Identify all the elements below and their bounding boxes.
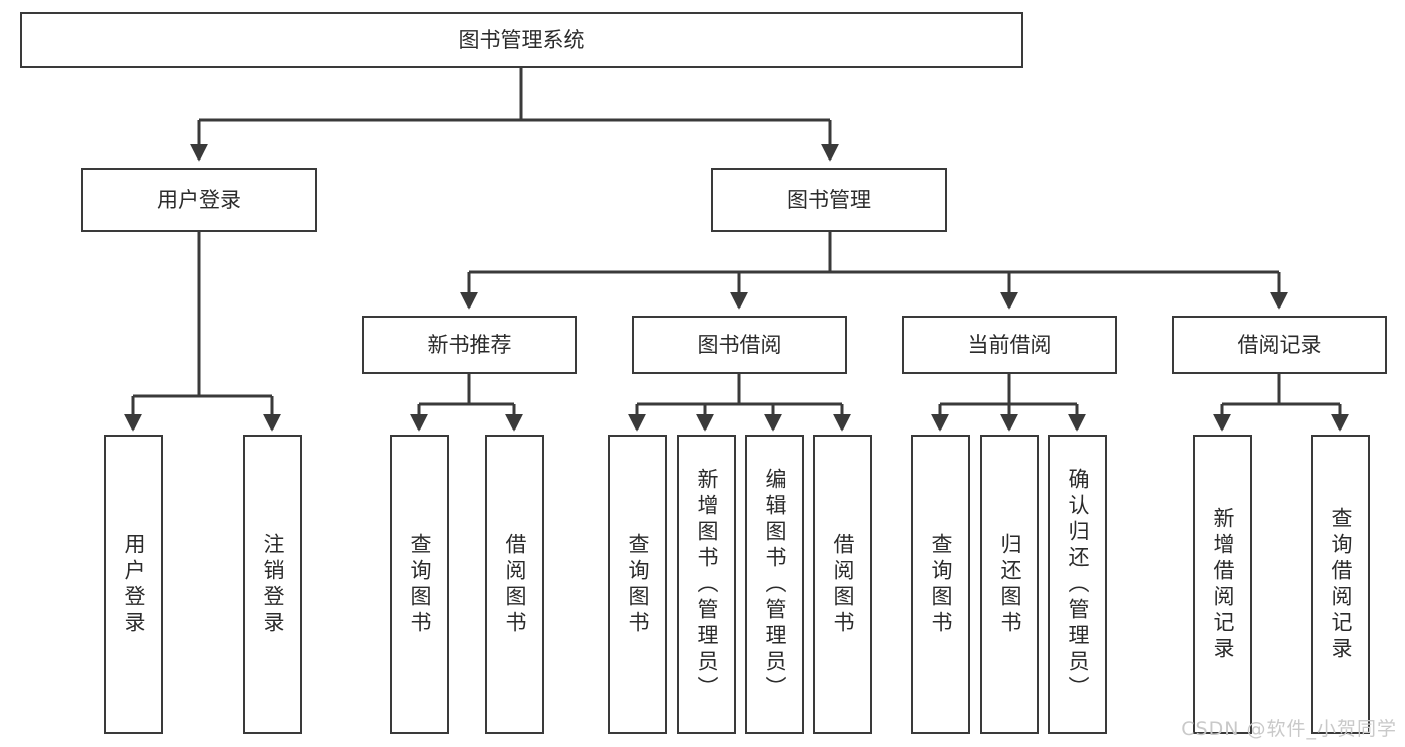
leaf-borrow-book[interactable]: 借阅图书	[813, 435, 872, 734]
leaf-query-book-current[interactable]: 查询图书	[911, 435, 970, 734]
node-book-borrow[interactable]: 图书借阅	[632, 316, 847, 374]
leaf-confirm-return-admin[interactable]: 确认归还（管理员）	[1048, 435, 1107, 734]
node-label: 当前借阅	[967, 332, 1052, 357]
node-label: 归还图书	[998, 532, 1022, 637]
leaf-edit-book-admin[interactable]: 编辑图书（管理员）	[745, 435, 804, 734]
leaf-borrow-book-recommendation[interactable]: 借阅图书	[485, 435, 544, 734]
node-label: 查询图书	[408, 532, 432, 637]
node-user-login[interactable]: 用户登录	[81, 168, 317, 232]
node-label: 图书借阅	[697, 332, 782, 357]
node-label: 借阅图书	[503, 532, 527, 637]
leaf-query-book-recommendation[interactable]: 查询图书	[390, 435, 449, 734]
leaf-add-book-admin[interactable]: 新增图书（管理员）	[677, 435, 736, 734]
leaf-logout-login[interactable]: 注销登录	[243, 435, 302, 734]
node-label: 借阅图书	[831, 532, 855, 637]
leaf-user-login[interactable]: 用户登录	[104, 435, 163, 734]
leaf-query-borrow-record[interactable]: 查询借阅记录	[1311, 435, 1370, 734]
node-label: 借阅记录	[1237, 332, 1322, 357]
node-label: 编辑图书（管理员）	[763, 467, 787, 702]
node-current-borrow[interactable]: 当前借阅	[902, 316, 1117, 374]
node-borrow-records[interactable]: 借阅记录	[1172, 316, 1387, 374]
watermark: CSDN @软件_小贺同学	[1181, 718, 1397, 740]
node-book-management[interactable]: 图书管理	[711, 168, 947, 232]
node-label: 新增借阅记录	[1211, 506, 1235, 663]
node-label: 确认归还（管理员）	[1066, 467, 1090, 702]
node-label: 图书管理	[787, 187, 871, 212]
node-label: 新增图书（管理员）	[695, 467, 719, 702]
node-label: 查询图书	[929, 532, 953, 637]
leaf-add-borrow-record[interactable]: 新增借阅记录	[1193, 435, 1252, 734]
node-label: 查询图书	[626, 532, 650, 637]
node-label: 用户登录	[157, 187, 241, 212]
node-label: 新书推荐	[427, 332, 512, 357]
node-label: 用户登录	[122, 532, 146, 637]
node-book-management-system[interactable]: 图书管理系统	[20, 12, 1023, 68]
node-label: 注销登录	[261, 532, 285, 637]
leaf-return-book[interactable]: 归还图书	[980, 435, 1039, 734]
node-new-book-recommendation[interactable]: 新书推荐	[362, 316, 577, 374]
leaf-query-book-borrow[interactable]: 查询图书	[608, 435, 667, 734]
node-label: 查询借阅记录	[1329, 506, 1353, 663]
node-label: 图书管理系统	[458, 27, 585, 52]
